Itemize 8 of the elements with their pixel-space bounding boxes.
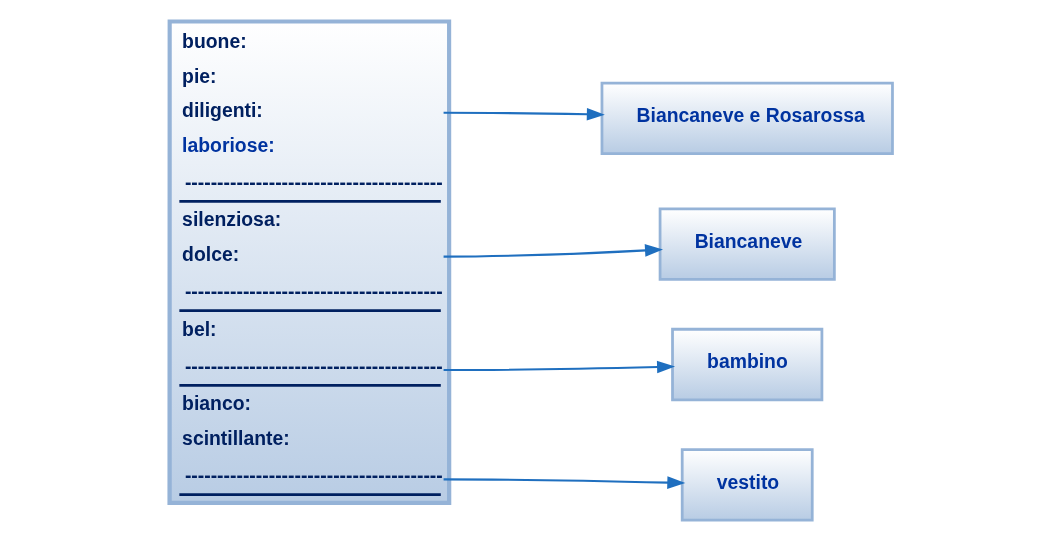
node-box: vestito [680,448,814,522]
node-box: bambino [670,327,823,402]
arrow [443,108,605,121]
arrow [443,476,685,489]
node-box: Biancaneve [658,207,836,281]
arrow [443,360,675,374]
arrow [443,244,663,258]
node-box: Biancaneve e Rosarossa [600,81,894,155]
